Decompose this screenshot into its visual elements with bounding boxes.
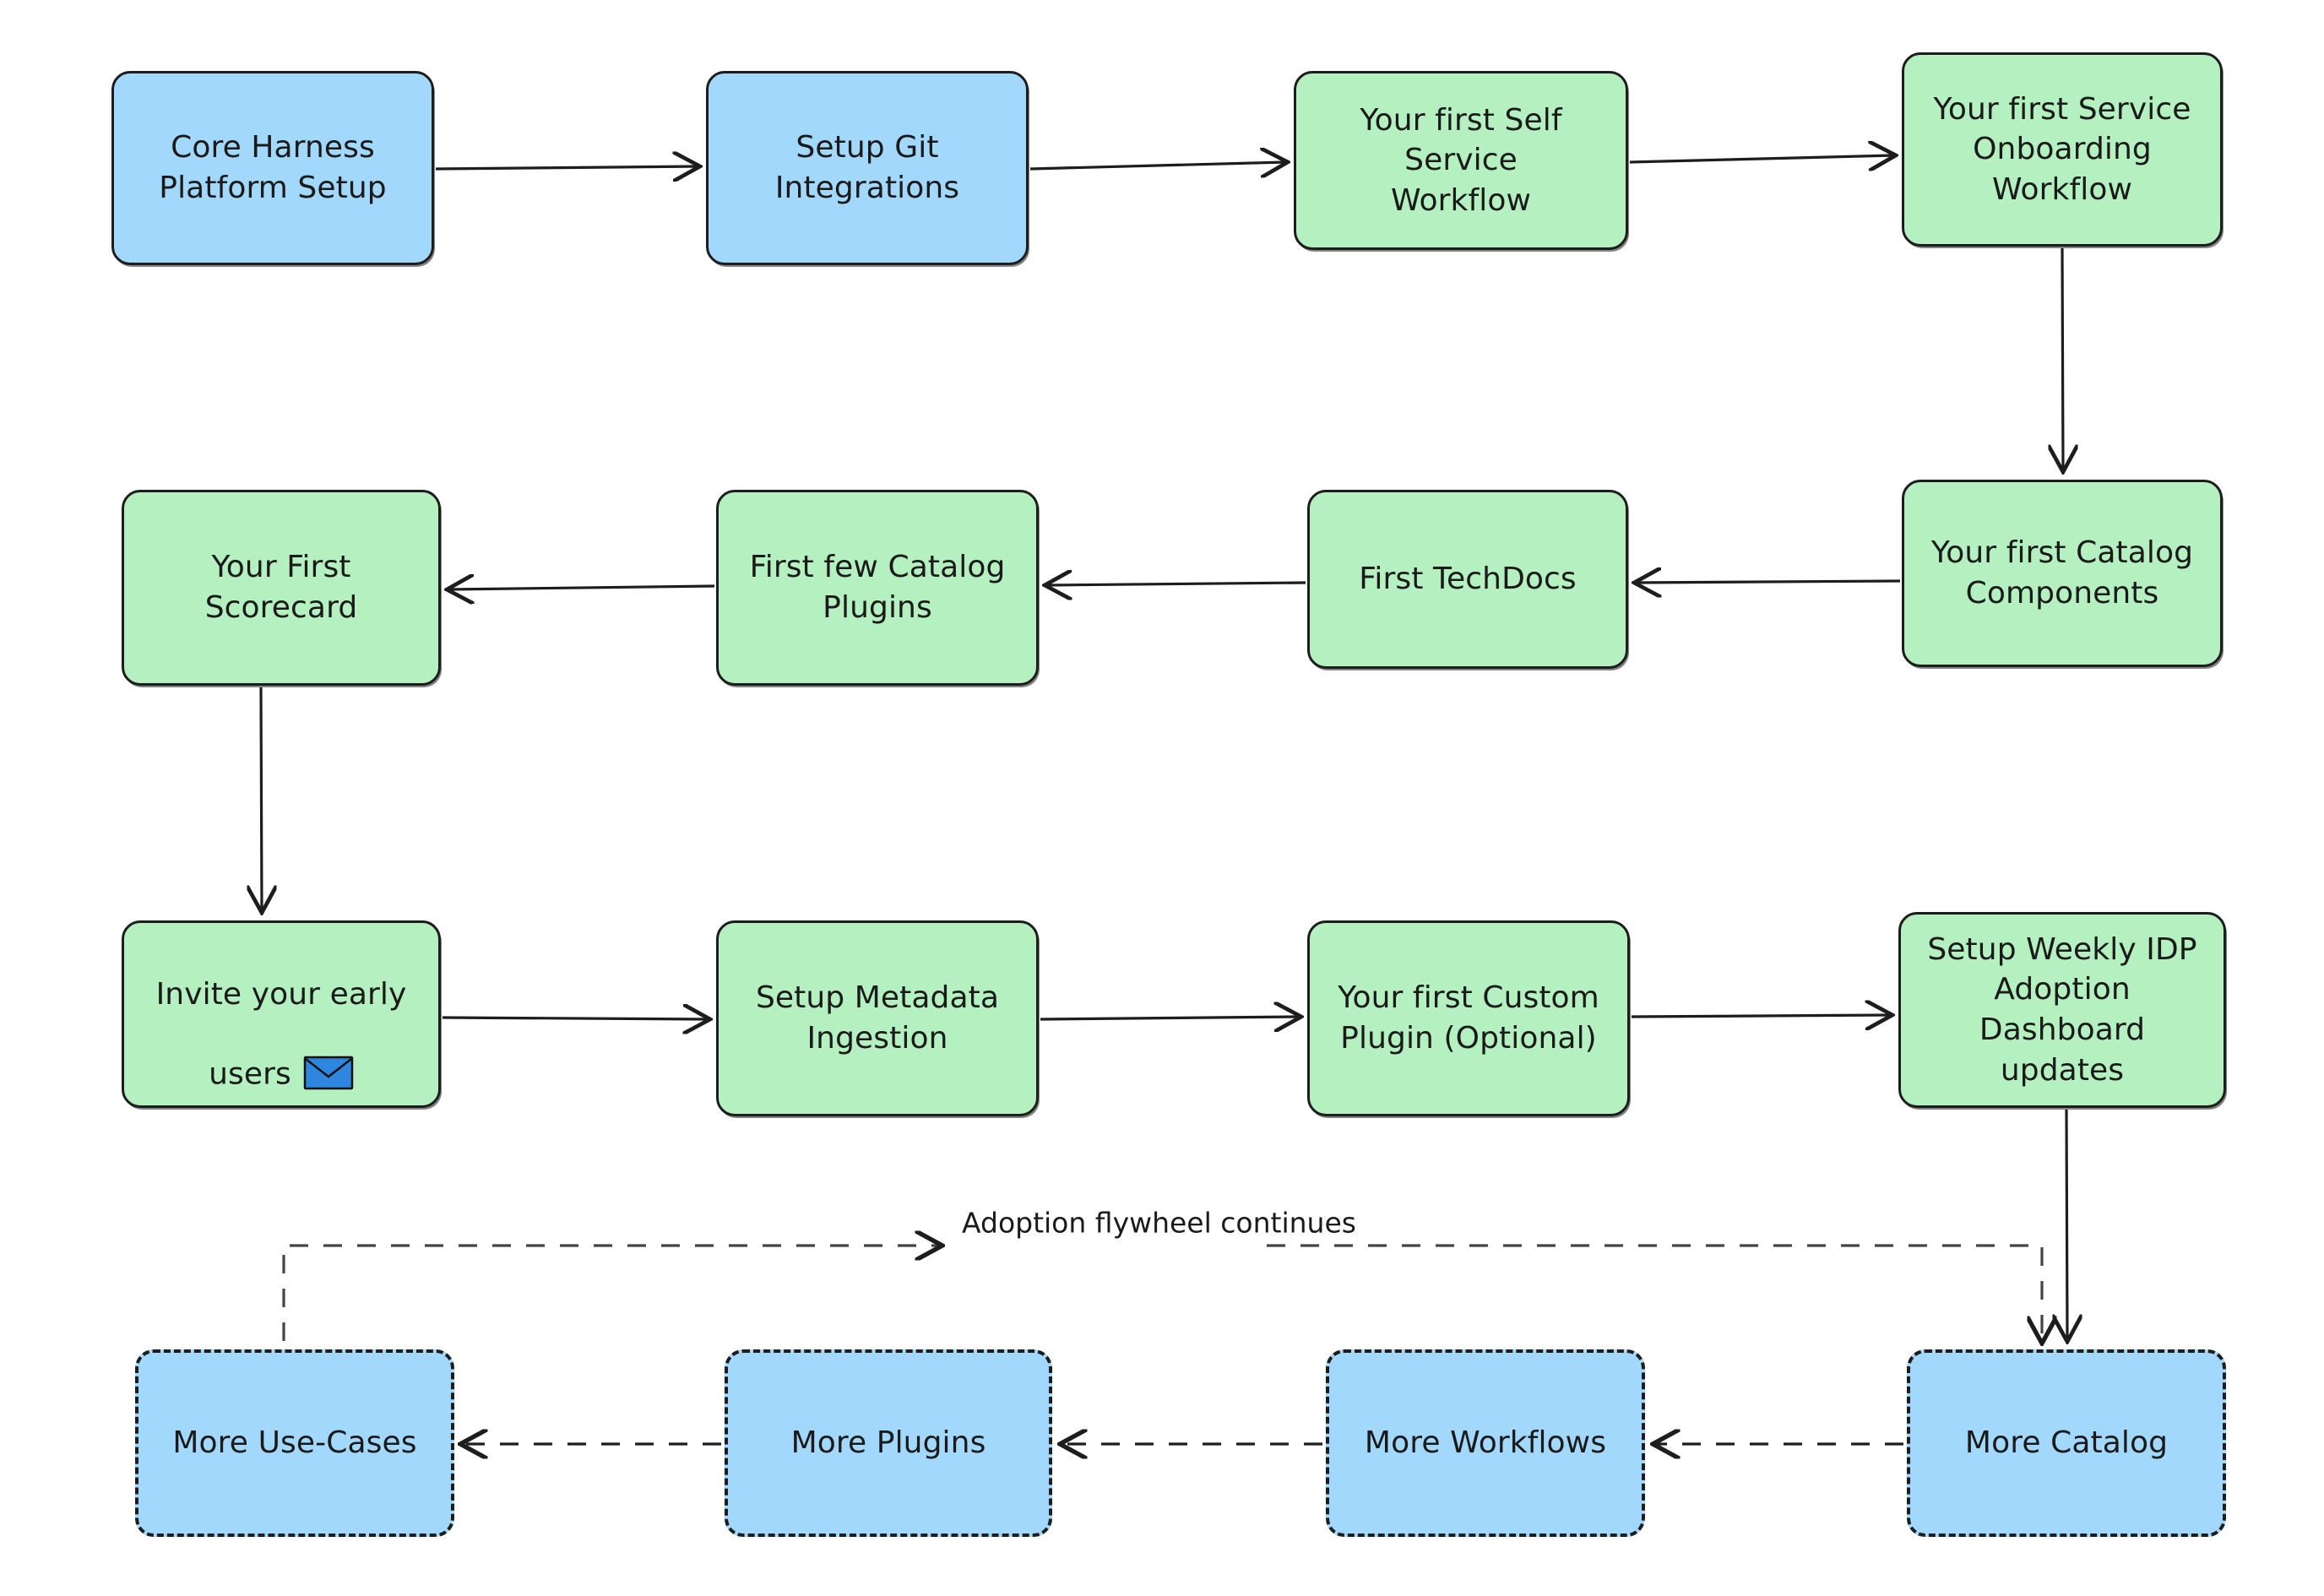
node-label: Your First Scorecard xyxy=(204,550,358,625)
node-label: More Use-Cases xyxy=(172,1425,417,1461)
node-label: More Plugins xyxy=(790,1425,986,1461)
node-label: Invite your early users xyxy=(136,934,426,1094)
node-your-first-custom-plugin-optional[interactable]: Your first Custom Plugin (Optional) xyxy=(1307,920,1630,1116)
edge-n9-n10 xyxy=(442,1018,708,1019)
node-label: Core Harness Platform Setup xyxy=(159,130,387,205)
edge-n5-n6 xyxy=(1637,581,1901,583)
node-your-first-self-service-workflow[interactable]: Your first Self Service Workflow xyxy=(1294,71,1628,250)
node-setup-metadata-ingestion[interactable]: Setup Metadata Ingestion xyxy=(716,920,1039,1116)
node-more-catalog[interactable]: More Catalog xyxy=(1907,1349,2226,1537)
node-label: Setup Git Integrations xyxy=(774,130,960,205)
node-label: Your first Self Service Workflow xyxy=(1360,102,1562,218)
node-your-first-scorecard[interactable]: Your First Scorecard xyxy=(122,490,441,686)
node-more-use-cases[interactable]: More Use-Cases xyxy=(135,1349,454,1537)
edge-n3-n4 xyxy=(1629,155,1893,162)
node-label-text: Invite your early users xyxy=(155,976,407,1092)
node-label: First TechDocs xyxy=(1359,562,1577,597)
node-label: More Catalog xyxy=(1964,1425,2169,1461)
node-label: More Workflows xyxy=(1364,1425,1607,1461)
node-your-first-service-onboarding-workflow[interactable]: Your first Service Onboarding Workflow xyxy=(1902,52,2223,247)
node-setup-git-integrations[interactable]: Setup Git Integrations xyxy=(706,71,1029,265)
node-label: First few Catalog Plugins xyxy=(749,550,1006,625)
node-your-first-catalog-components[interactable]: Your first Catalog Components xyxy=(1902,480,2223,667)
node-core-harness-platform-setup[interactable]: Core Harness Platform Setup xyxy=(111,71,434,265)
node-setup-weekly-idp-adoption-dashboard-updates[interactable]: Setup Weekly IDP Adoption Dashboard upda… xyxy=(1898,912,2226,1108)
edge-n8-n9 xyxy=(261,687,262,910)
edge-n11-n12 xyxy=(1631,1015,1890,1017)
node-label: Setup Weekly IDP Adoption Dashboard upda… xyxy=(1927,931,2197,1088)
edge-n6-n7 xyxy=(1047,583,1306,585)
envelope-icon xyxy=(303,1015,354,1090)
node-more-workflows[interactable]: More Workflows xyxy=(1326,1349,1645,1537)
node-label: Your first Custom Plugin (Optional) xyxy=(1338,980,1599,1056)
node-invite-your-early-users[interactable]: Invite your early users xyxy=(122,920,441,1108)
node-first-few-catalog-plugins[interactable]: First few Catalog Plugins xyxy=(716,490,1039,686)
node-more-plugins[interactable]: More Plugins xyxy=(725,1349,1052,1537)
edge-n12-n13 xyxy=(2066,1109,2067,1339)
edge-n1-n2 xyxy=(435,166,698,169)
edge-n10-n11 xyxy=(1040,1017,1299,1019)
edge-n4-n5 xyxy=(2062,247,2063,470)
edge-flywheel-loop xyxy=(282,1246,2042,1341)
edge-label-adoption-flywheel: Adoption flywheel continues xyxy=(950,1204,1368,1241)
node-first-techdocs[interactable]: First TechDocs xyxy=(1307,490,1628,669)
node-label: Your first Catalog Components xyxy=(1930,535,2194,611)
node-label: Setup Metadata Ingestion xyxy=(755,980,1000,1056)
edge-n7-n8 xyxy=(449,586,715,589)
edge-n2-n3 xyxy=(1029,162,1285,169)
node-label: Your first Service Onboarding Workflow xyxy=(1933,91,2191,207)
